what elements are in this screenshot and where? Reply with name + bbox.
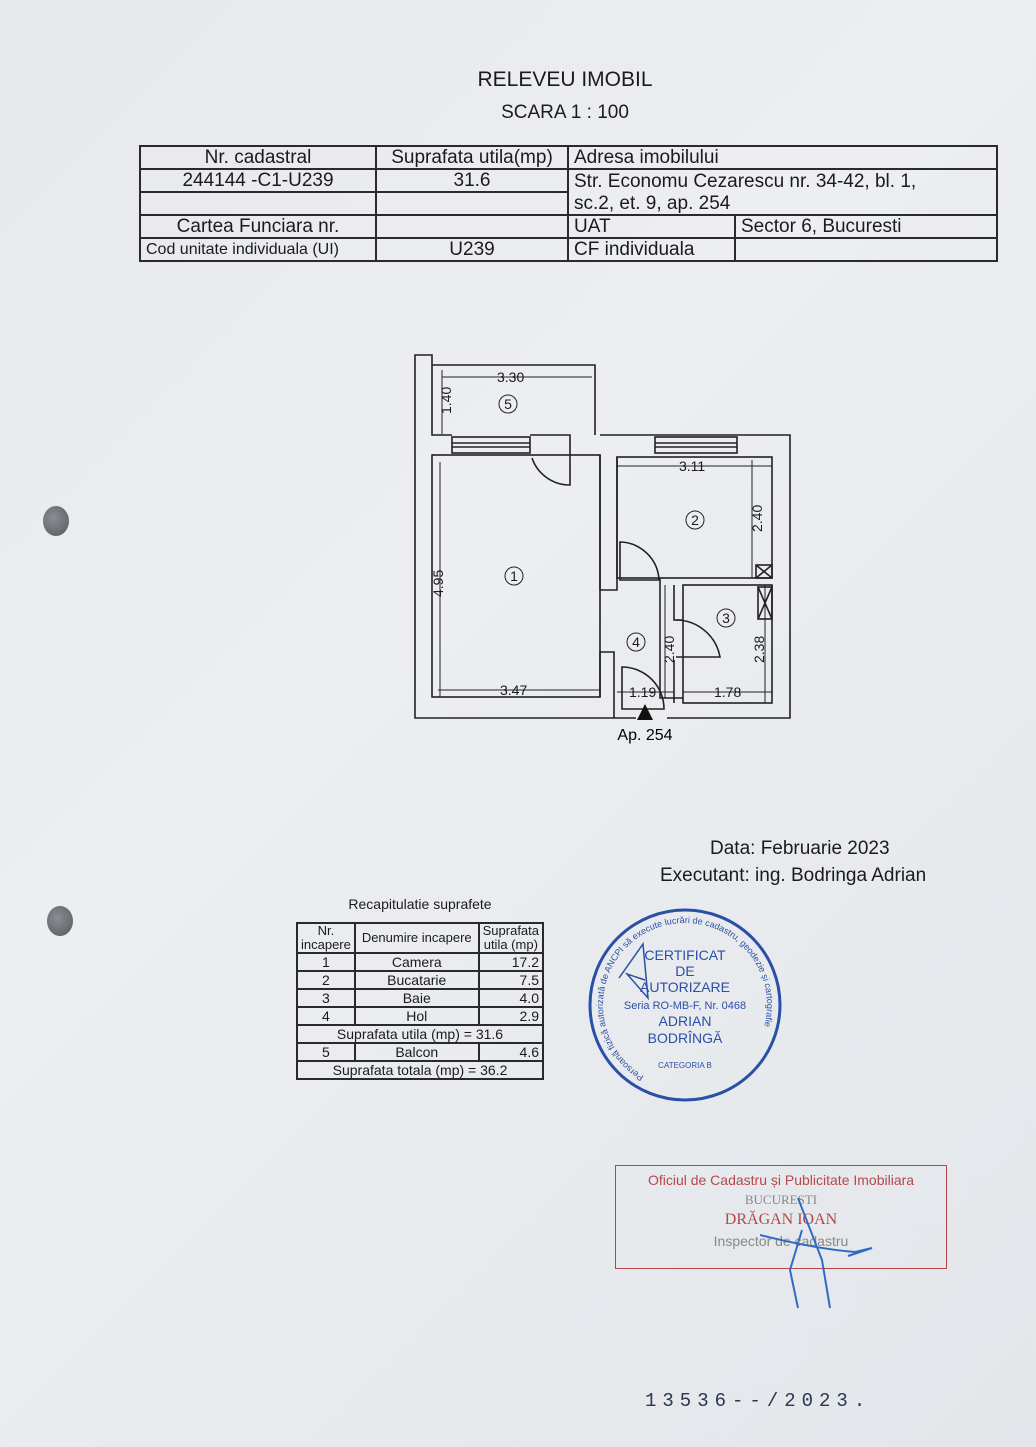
outer-wall	[600, 434, 791, 719]
adresa-label: Adresa imobilului	[567, 145, 998, 170]
room-3	[682, 584, 773, 704]
window	[654, 436, 738, 454]
room-area: 2.9	[477, 1006, 545, 1026]
dim-room-width: 3.47	[500, 682, 527, 698]
stamp-line: AUTORIZARE	[640, 979, 730, 995]
room-number: 1	[510, 568, 518, 584]
floor-plan: 3.30 1.40 3.11 2.40 4.95 3.47 2.40 2.38 …	[414, 354, 791, 744]
suprafata-label: Suprafata utila(mp)	[375, 145, 569, 170]
room-number: 2	[691, 512, 699, 528]
balcony	[431, 365, 452, 436]
recap-header: Suprafata utila (mp)	[477, 922, 545, 954]
stamp-series: Seria RO-MB-F, Nr. 0468	[624, 1000, 746, 1012]
dim-hall-width: 1.19	[629, 684, 656, 700]
authorization-stamp: Persoană fizică autorizată de ANCPI să e…	[588, 908, 782, 1102]
inspector-signature	[760, 1197, 873, 1309]
room-area: 7.5	[477, 970, 545, 990]
entrance-arrow-icon	[637, 704, 653, 720]
room-nr: 5	[296, 1042, 356, 1062]
date: Data: Februarie 2023	[710, 838, 890, 859]
room-number: 5	[504, 396, 512, 412]
room-nr: 1	[296, 952, 356, 972]
recap-header: Nr. incapere	[296, 922, 356, 954]
room-area: 4.6	[477, 1042, 545, 1062]
room-area: 4.0	[477, 988, 545, 1008]
recap-table: Nr. incapere Denumire incapere Suprafata…	[296, 922, 545, 1080]
entrance-label: Ap. 254	[617, 727, 672, 744]
ocpi-line: DRĂGAN IOAN	[724, 1211, 838, 1228]
nr-cadastral-label: Nr. cadastral	[139, 145, 377, 170]
recap-title: Recapitulatie suprafete	[348, 896, 492, 912]
room-number: 3	[722, 610, 730, 626]
dim-room-height: 4.95	[430, 570, 446, 597]
door-arc	[531, 455, 571, 486]
uat-label: UAT	[567, 214, 736, 239]
stamp-line: CERTIFICAT	[644, 947, 726, 963]
dim-bath-height: 2.38	[751, 636, 767, 663]
signature	[618, 941, 649, 1001]
nr-cadastral-value: 244144 -C1-U239	[139, 168, 377, 193]
document-title: RELEVEU IMOBIL	[477, 68, 653, 91]
dim-kitchen-width: 3.11	[679, 458, 705, 474]
punch-hole	[43, 506, 69, 536]
empty-cell	[375, 191, 569, 216]
ocpi-line: Oficiul de Cadastru și Publicitate Imobi…	[647, 1172, 915, 1188]
room-name: Balcon	[353, 1042, 480, 1062]
room-number: 4	[632, 634, 640, 650]
cf-label: CF individuala	[567, 237, 736, 262]
document-scale: SCARA 1 : 100	[501, 102, 629, 123]
stamp-name: BODRÎNGĂ	[648, 1030, 723, 1046]
dim-hall-height: 2.40	[661, 636, 677, 663]
door-arc	[621, 666, 665, 710]
property-info-table: Nr. cadastral Suprafata utila(mp) Adresa…	[139, 145, 998, 262]
dim-balcony-width: 3.30	[497, 369, 524, 385]
total: Suprafata totala (mp) = 36.2	[296, 1060, 544, 1080]
executant: Executant: ing. Bodringa Adrian	[660, 865, 927, 886]
cod-ui-value: U239	[375, 237, 569, 262]
room-name: Bucatarie	[353, 970, 480, 990]
room-nr: 2	[296, 970, 356, 990]
door-arc	[619, 541, 660, 581]
stamp-name: ADRIAN	[659, 1013, 712, 1029]
room-nr: 3	[296, 988, 356, 1008]
adresa-line1: Str. Economu Cezarescu nr. 34-42, bl. 1,	[567, 168, 998, 192]
empty-cell	[734, 237, 998, 262]
dim-kitchen-depth: 2.40	[749, 505, 765, 532]
dim-bath-width: 1.78	[714, 684, 741, 700]
empty-cell	[139, 191, 377, 216]
empty-cell	[375, 214, 569, 239]
stamp-category: CATEGORIA B	[658, 1061, 712, 1070]
room-name: Camera	[353, 952, 480, 972]
room-nr: 4	[296, 1006, 356, 1026]
room-name: Baie	[353, 988, 480, 1008]
uat-value: Sector 6, Bucuresti	[734, 214, 998, 239]
door-arc	[675, 619, 721, 658]
stamp-line: DE	[675, 963, 694, 979]
outer-wall	[414, 354, 636, 719]
room-area: 17.2	[477, 952, 545, 972]
adresa-line2: sc.2, et. 9, ap. 254	[567, 192, 998, 216]
stamp-outer-text: Persoană fizică autorizată de ANCPI să e…	[595, 915, 775, 1083]
cartea-funciara-label: Cartea Funciara nr.	[139, 214, 377, 239]
suprafata-value: 31.6	[375, 168, 569, 193]
room-name: Hol	[353, 1006, 480, 1026]
dim-balcony-depth: 1.40	[438, 387, 454, 414]
cod-ui-label: Cod unitate individuala (UI)	[139, 237, 377, 262]
registration-number: 13536--/2023.	[645, 1390, 872, 1412]
punch-hole	[47, 906, 73, 936]
recap-header: Denumire incapere	[353, 922, 480, 954]
subtotal: Suprafata utila (mp) = 31.6	[296, 1024, 544, 1044]
window	[451, 436, 531, 454]
